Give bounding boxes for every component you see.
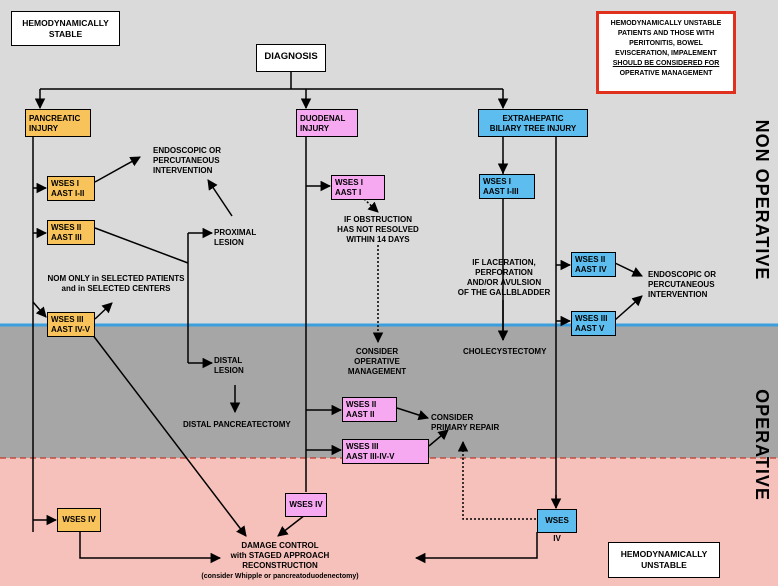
biliary-wses1-box: WSES I AAST I-III xyxy=(479,174,535,199)
duodenal-wses4-box: WSES IV xyxy=(285,493,327,517)
pancreatic-injury-box: PANCREATIC INJURY xyxy=(25,109,91,137)
gallbladder-condition-label: IF LACERATION, PERFORATION AND/OR AVULSI… xyxy=(457,258,551,297)
whipple-note-label: (consider Whipple or pancreatoduodenecto… xyxy=(201,573,359,580)
p-wses3-to-damage-arrow xyxy=(91,333,247,537)
p-wses4-to-damage-arrow xyxy=(79,532,222,564)
proximal-lesion-label: PROXIMAL LESION xyxy=(214,228,257,247)
biliary-tree-injury-box: EXTRAHEPATIC BILIARY TREE INJURY xyxy=(478,109,588,137)
duodenal-wses3-box: WSES III AAST III-IV-V xyxy=(342,439,429,464)
b-wses4-to-repair-dotted xyxy=(457,440,536,520)
d-wses1-to-obstruction-dotted xyxy=(363,198,379,213)
cholecystectomy-label: CHOLECYSTECTOMY xyxy=(463,347,547,356)
biliary-wses3-box: WSES III AAST V xyxy=(571,311,616,336)
nom-selected-patients-label: NOM ONLY in SELECTED PATIENTS and in SEL… xyxy=(47,274,185,293)
operative-warning-box: HEMODYNAMICALLY UNSTABLE PATIENTS AND TH… xyxy=(596,11,736,94)
b-wses4-to-damage-arrow xyxy=(414,532,538,564)
to-p-wses3-arrow xyxy=(32,301,47,318)
warning-underlined-text: SHOULD BE CONSIDERED FOR xyxy=(612,60,720,67)
hemodynamically-unstable-label: HEMODYNAMICALLY UNSTABLE xyxy=(608,542,720,578)
distal-pancreatectomy-label: DISTAL PANCREATECTOMY xyxy=(183,420,291,429)
b-wses2-to-endo-arrow xyxy=(614,262,643,277)
non-operative-side-label: NON OPERATIVE xyxy=(752,119,772,281)
distal-lesion-label: DISTAL LESION xyxy=(214,356,244,375)
pancreatic-wses2-box: WSES II AAST III xyxy=(47,220,95,245)
d-wses2-to-repair-arrow xyxy=(396,407,429,421)
biliary-wses2-box: WSES II AAST IV xyxy=(571,252,616,277)
damage-control-label: DAMAGE CONTROL with STAGED APPROACH RECO… xyxy=(230,541,330,570)
b-wses3-to-endo-arrow xyxy=(614,295,643,321)
duodenal-wses2-box: WSES II AAST II xyxy=(342,397,397,422)
operative-side-label: OPERATIVE xyxy=(752,389,772,501)
p-wses2-to-split xyxy=(94,227,189,264)
p-wses1-to-endo-arrow xyxy=(94,156,141,183)
pancreatic-wses1-box: WSES I AAST I-II xyxy=(47,176,95,201)
biliary-wses4-box: WSES IV xyxy=(537,509,577,543)
warning-tail-text: OPERATIVE MANAGEMENT xyxy=(619,70,713,77)
consider-primary-repair-label: CONSIDER PRIMARY REPAIR xyxy=(431,413,500,432)
d-wses4-to-damage-arrow xyxy=(277,514,306,537)
obstruction-condition-label: IF OBSTRUCTION HAS NOT RESOLVED WITHIN 1… xyxy=(337,215,419,244)
p-wses3-to-nom-arrow xyxy=(94,302,113,320)
duodenal-injury-box: DUODENAL INJURY xyxy=(296,109,358,137)
proximal-to-endo-arrow xyxy=(207,179,233,217)
warning-main-text: HEMODYNAMICALLY UNSTABLE PATIENTS AND TH… xyxy=(610,20,722,57)
consider-operative-management-label: CONSIDER OPERATIVE MANAGEMENT xyxy=(347,347,407,376)
pancreatic-wses3-box: WSES III AAST IV-V xyxy=(47,312,95,337)
diagnosis-box: DIAGNOSIS xyxy=(256,44,326,72)
d-wses3-to-repair-arrow xyxy=(428,429,449,447)
operative-zone xyxy=(0,325,778,458)
endoscopic-intervention-right: ENDOSCOPIC OR PERCUTANEOUS INTERVENTION xyxy=(648,270,717,299)
hemodynamically-stable-label: HEMODYNAMICALLY STABLE xyxy=(11,11,120,46)
pancreatic-wses4-box: WSES IV xyxy=(57,508,101,532)
endoscopic-intervention-top: ENDOSCOPIC OR PERCUTANEOUS INTERVENTION xyxy=(153,146,222,175)
duodenal-wses1-box: WSES I AAST I xyxy=(331,175,385,200)
